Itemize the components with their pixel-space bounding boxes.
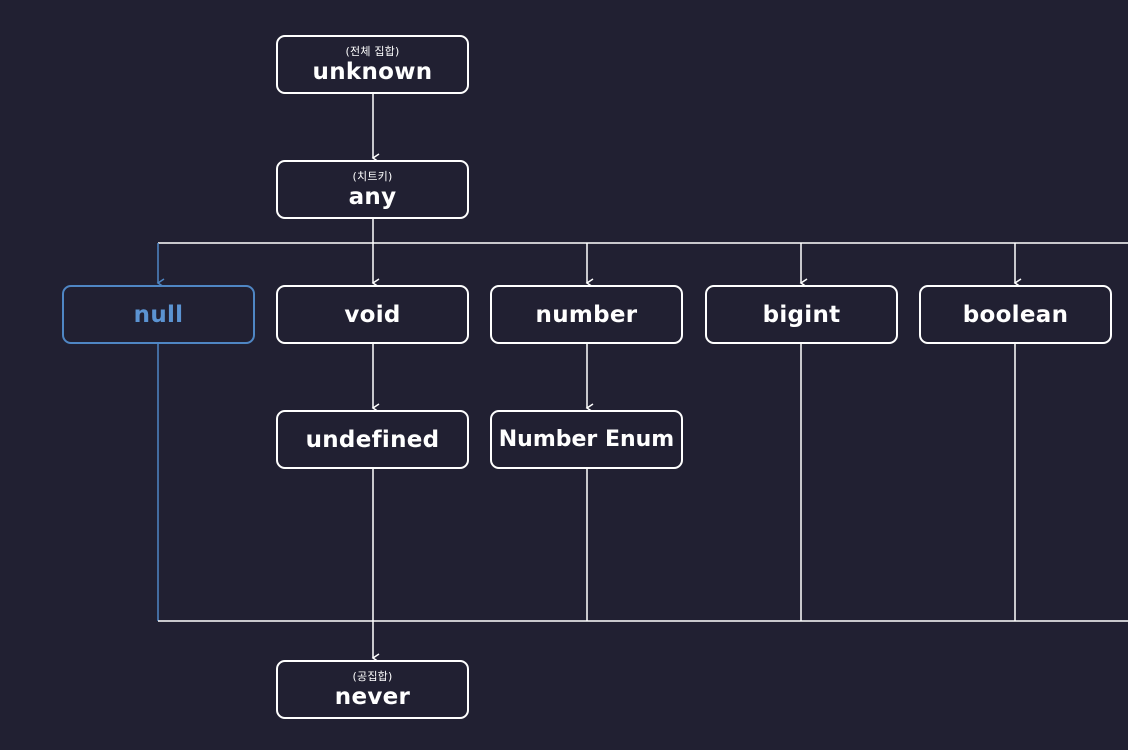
node-bigint: bigint [705, 285, 898, 344]
node-undefined-label: undefined [305, 426, 440, 453]
node-void-label: void [344, 301, 401, 328]
node-null: null [62, 285, 255, 344]
node-boolean-label: boolean [962, 301, 1069, 328]
node-undefined: undefined [276, 410, 469, 469]
node-number-enum: Number Enum [490, 410, 683, 469]
node-void: void [276, 285, 469, 344]
node-never-label: never [334, 683, 411, 710]
node-number: number [490, 285, 683, 344]
node-null-label: null [133, 301, 184, 328]
node-bigint-label: bigint [762, 301, 841, 328]
node-any-label: any [348, 183, 397, 210]
node-boolean: boolean [919, 285, 1112, 344]
node-any: (치트키) any [276, 160, 469, 219]
node-never: (공집합) never [276, 660, 469, 719]
node-unknown-label: unknown [312, 58, 433, 85]
node-unknown: (전체 집합) unknown [276, 35, 469, 94]
node-number-enum-label: Number Enum [498, 426, 675, 452]
node-never-sub: (공집합) [352, 669, 393, 683]
node-any-sub: (치트키) [352, 169, 393, 183]
node-number-label: number [535, 301, 638, 328]
node-unknown-sub: (전체 집합) [345, 44, 400, 58]
